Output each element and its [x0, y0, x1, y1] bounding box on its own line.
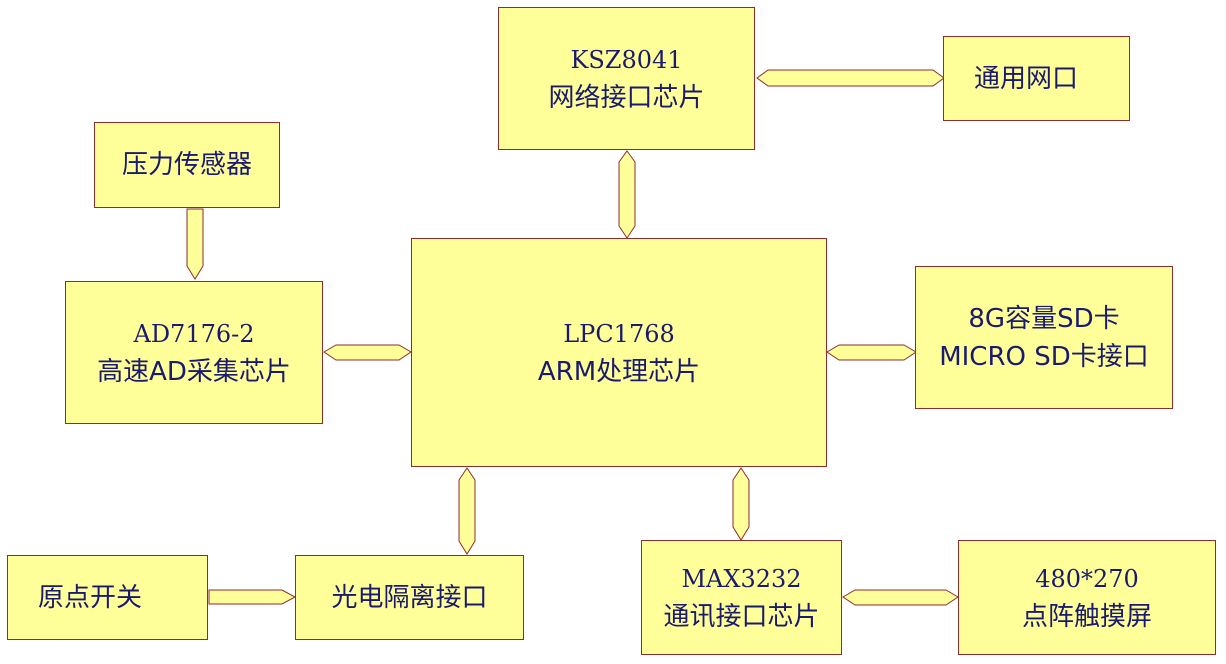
lpc1768-desc: ARM处理芯片: [537, 356, 701, 387]
touchscreen-block: 480*270 点阵触摸屏: [958, 540, 1216, 655]
arrow-lpc-sd: [826, 344, 917, 361]
sd-card-block: 8G容量SD卡 MICRO SD卡接口: [915, 266, 1173, 409]
pressure-sensor-label: 压力传感器: [121, 150, 252, 180]
sd-card-capacity: 8G容量SD卡: [968, 303, 1120, 334]
ethernet-port-label: 通用网口: [974, 63, 1079, 94]
ksz8041-model: KSZ8041: [570, 45, 683, 74]
arrow-ksz-ethernet: [756, 69, 945, 87]
ethernet-port-block: 通用网口: [943, 36, 1130, 121]
max3232-block: MAX3232 通讯接口芯片: [641, 540, 842, 655]
touchscreen-resolution: 480*270: [1035, 564, 1139, 593]
origin-switch-block: 原点开关: [7, 555, 208, 640]
arrow-lpc-opto: [458, 467, 476, 555]
max3232-desc: 通讯接口芯片: [663, 601, 820, 632]
arrow-origin-opto: [208, 589, 297, 605]
lpc1768-block: LPC1768 ARM处理芯片: [411, 238, 827, 467]
ad7176-block: AD7176-2 高速AD采集芯片: [65, 281, 323, 424]
ad7176-desc: 高速AD采集芯片: [97, 356, 291, 387]
arrow-pressure-ad: [186, 208, 204, 280]
arrow-max-touch: [842, 589, 959, 606]
arrow-ksz-lpc: [618, 150, 636, 239]
opto-isolation-block: 光电隔离接口: [295, 555, 524, 640]
ad7176-model: AD7176-2: [133, 319, 255, 348]
sd-card-interface: MICRO SD卡接口: [939, 341, 1149, 372]
arrow-ad-lpc: [323, 344, 412, 361]
max3232-model: MAX3232: [681, 564, 802, 593]
ksz8041-block: KSZ8041 网络接口芯片: [498, 7, 755, 150]
lpc1768-model: LPC1768: [563, 319, 675, 348]
ksz8041-desc: 网络接口芯片: [548, 82, 705, 113]
origin-switch-label: 原点开关: [38, 582, 143, 613]
touchscreen-desc: 点阵触摸屏: [1021, 601, 1152, 632]
arrow-lpc-max: [732, 467, 750, 541]
pressure-sensor-block: 压力传感器: [94, 122, 280, 208]
opto-isolation-label: 光电隔离接口: [331, 582, 488, 613]
